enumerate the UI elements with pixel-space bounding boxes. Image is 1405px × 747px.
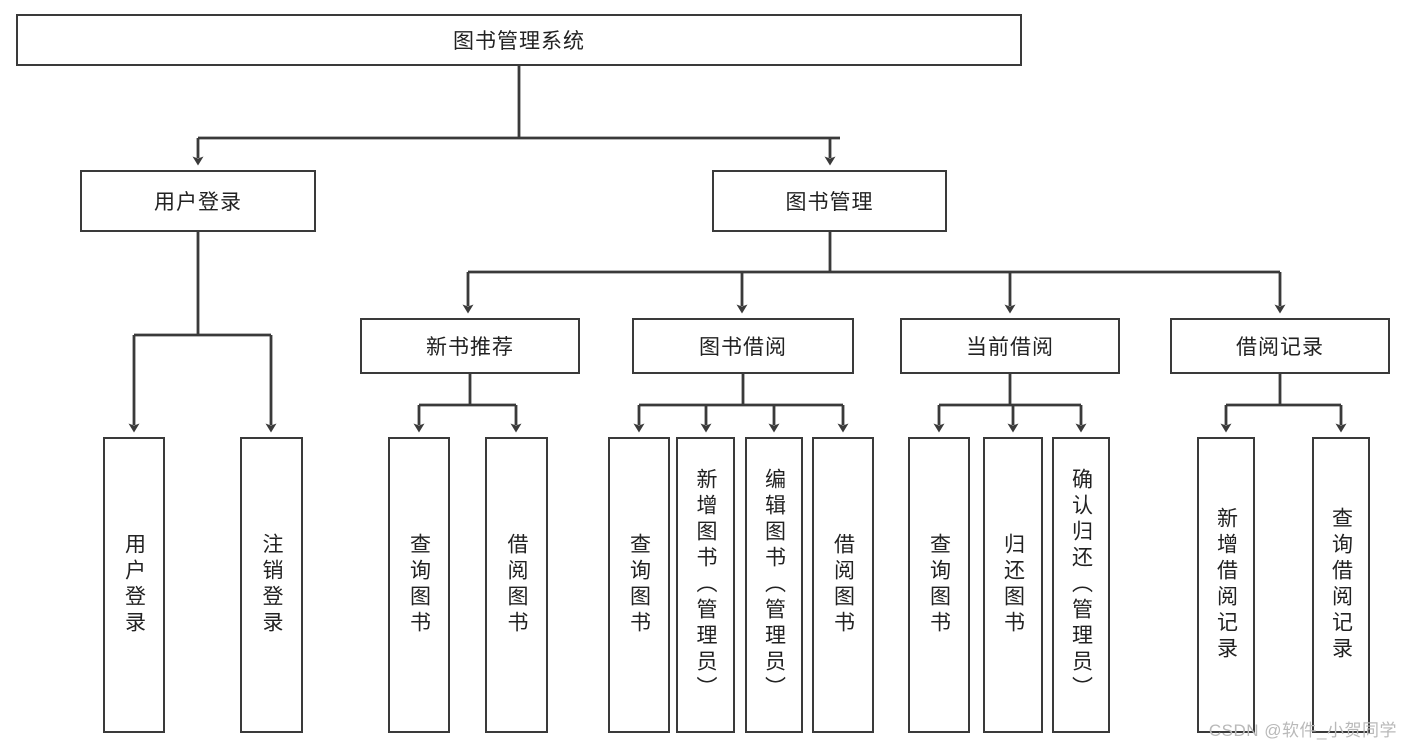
- node-borrow-record-label: 借阅记录: [1236, 336, 1324, 359]
- node-leaf-return-book-label: 归还图书: [1001, 533, 1025, 637]
- node-leaf-borrow-book-2[interactable]: 借阅图书: [812, 437, 874, 733]
- node-borrow-record[interactable]: 借阅记录: [1170, 318, 1390, 374]
- node-leaf-borrow-book-1-label: 借阅图书: [505, 533, 528, 637]
- node-book-borrow-label: 图书借阅: [699, 336, 787, 359]
- node-leaf-add-book[interactable]: 新增图书（管理员）: [676, 437, 735, 733]
- node-leaf-query-book-2-label: 查询图书: [627, 533, 651, 637]
- watermark-text: CSDN @软件_小贺同学: [1208, 721, 1397, 740]
- node-leaf-borrow-book-1[interactable]: 借阅图书: [485, 437, 548, 733]
- node-leaf-return-book[interactable]: 归还图书: [983, 437, 1043, 733]
- node-root-label: 图书管理系统: [453, 30, 585, 53]
- node-leaf-user-login-label: 用户登录: [122, 533, 146, 637]
- node-book-manage-label: 图书管理: [785, 191, 874, 214]
- node-leaf-query-record-label: 查询借阅记录: [1329, 507, 1353, 663]
- node-leaf-user-logout[interactable]: 注销登录: [240, 437, 303, 733]
- node-new-book-rec[interactable]: 新书推荐: [360, 318, 580, 374]
- node-book-borrow[interactable]: 图书借阅: [632, 318, 854, 374]
- node-leaf-confirm-return[interactable]: 确认归还（管理员）: [1052, 437, 1110, 733]
- node-root[interactable]: 图书管理系统: [16, 14, 1022, 66]
- node-leaf-add-record[interactable]: 新增借阅记录: [1197, 437, 1255, 733]
- node-leaf-query-book-1-label: 查询图书: [407, 533, 431, 637]
- node-leaf-confirm-return-label: 确认归还（管理员）: [1069, 468, 1093, 702]
- node-current-borrow-label: 当前借阅: [966, 336, 1054, 359]
- node-user-login-label: 用户登录: [154, 191, 242, 214]
- node-leaf-add-book-label: 新增图书（管理员）: [694, 468, 717, 702]
- node-leaf-query-book-3-label: 查询图书: [927, 533, 951, 637]
- node-leaf-query-record[interactable]: 查询借阅记录: [1312, 437, 1370, 733]
- node-leaf-edit-book[interactable]: 编辑图书（管理员）: [745, 437, 803, 733]
- node-current-borrow[interactable]: 当前借阅: [900, 318, 1120, 374]
- node-leaf-borrow-book-2-label: 借阅图书: [831, 533, 855, 637]
- node-leaf-user-logout-label: 注销登录: [260, 533, 283, 637]
- node-leaf-add-record-label: 新增借阅记录: [1214, 507, 1238, 663]
- node-new-book-rec-label: 新书推荐: [426, 336, 514, 359]
- node-leaf-query-book-1[interactable]: 查询图书: [388, 437, 450, 733]
- node-book-manage[interactable]: 图书管理: [712, 170, 947, 232]
- node-leaf-edit-book-label: 编辑图书（管理员）: [762, 468, 786, 702]
- node-leaf-query-book-3[interactable]: 查询图书: [908, 437, 970, 733]
- node-leaf-user-login[interactable]: 用户登录: [103, 437, 165, 733]
- node-user-login[interactable]: 用户登录: [80, 170, 316, 232]
- node-leaf-query-book-2[interactable]: 查询图书: [608, 437, 670, 733]
